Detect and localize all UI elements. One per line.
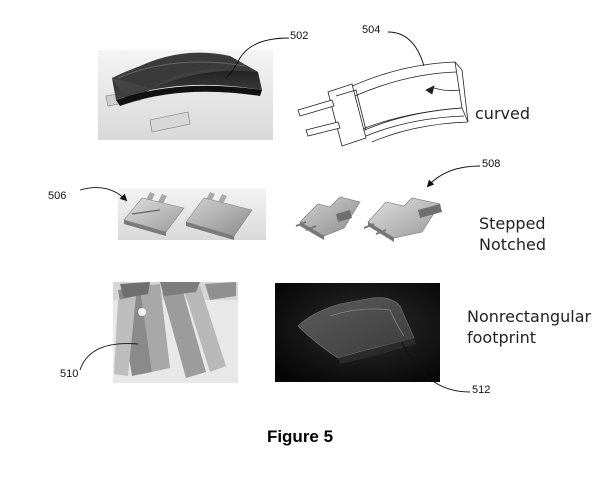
notched-cells-photo <box>290 186 458 242</box>
ref-510: 510 <box>60 368 79 380</box>
leader-510 <box>79 343 139 371</box>
label-notched: Notched <box>479 235 546 254</box>
ref-512: 512 <box>472 384 491 396</box>
ref-502: 502 <box>290 30 309 42</box>
leader-502 <box>225 37 290 79</box>
nonrect-pouch-photo <box>275 283 440 382</box>
leader-lines <box>79 31 481 393</box>
label-curved: curved <box>475 104 530 123</box>
leader-504 <box>387 31 425 67</box>
label-footprint: footprint <box>467 328 537 347</box>
leader-506 <box>79 187 128 202</box>
nonrect-cells-photo <box>113 282 238 383</box>
figure-caption: Figure 5 <box>266 427 334 446</box>
leader-512 <box>401 341 471 393</box>
ref-508: 508 <box>482 158 501 170</box>
curved-cell-drawing <box>297 61 469 147</box>
leader-508 <box>426 165 481 188</box>
stepped-cells-photo <box>118 188 266 240</box>
curved-cell-photo <box>98 50 273 140</box>
ref-506: 506 <box>48 190 67 202</box>
label-nonrectangular: Nonrectangular <box>467 307 592 326</box>
label-stepped: Stepped <box>479 214 546 233</box>
ref-504: 504 <box>362 24 381 36</box>
